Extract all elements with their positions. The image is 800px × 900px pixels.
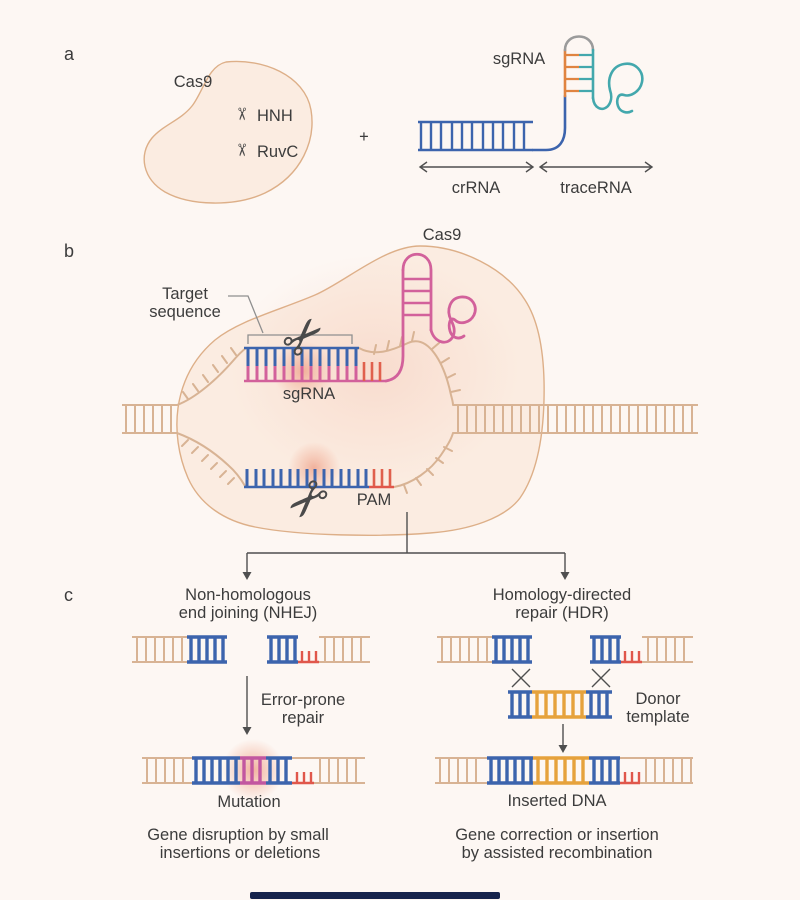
sgrna-label-b: sgRNA [283,385,335,403]
crrna-span-arrow [418,161,535,173]
recombination-cross-left [511,668,531,688]
tracerna-span-arrow [538,161,654,173]
target-sgrna-duplex [244,346,386,383]
progress-bar[interactable] [250,892,500,899]
unwound-strand-bottom-right [393,432,454,494]
sgrna-label-a: sgRNA [493,50,545,68]
mutation-label: Mutation [217,793,280,811]
hdr-title-line2: repair (HDR) [515,604,609,622]
nhej-pathway: Non-homologous end joining (NHEJ) [132,586,370,862]
unwound-strand-top-left [176,347,247,406]
target-sequence-line1: Target [162,285,208,303]
plus-sign: + [359,128,369,146]
dna-ladder-exit [453,404,698,434]
panel-b: b Cas9 [64,226,698,580]
nhej-result-ladder [142,756,365,785]
nhej-fragment-right [267,635,370,664]
hnh-label: HNH [257,107,293,125]
panel-c-label: c [64,585,73,605]
donor-template-line1: Donor [636,690,681,708]
target-sequence-line2: sequence [149,303,221,321]
tracerna-loop [591,62,644,114]
cut-glow-bottom [288,442,340,494]
cas9-protein-blob [143,60,313,204]
hdr-caption-line2: by assisted recombination [462,844,653,862]
recombination-cross-right [591,668,611,688]
hdr-title-line1: Homology-directed [493,586,631,604]
panel-a-label: a [64,44,75,64]
hdr-insert-arrow [558,724,568,753]
hdr-result-ladder [435,756,693,785]
sgrna-structure: sgRNA crRNA [418,35,654,197]
scissors-icon: ✂ [231,107,251,121]
nhej-title-line1: Non-homologous [185,586,311,604]
error-prone-line1: Error-prone [261,691,345,709]
nhej-title-line2: end joining (NHEJ) [179,604,317,622]
panel-c: c Non-homologous end joining (NHEJ) [64,585,693,862]
unwound-strand-top-right [358,331,461,406]
panel-a: a Cas9 ✂ HNH ✂ RuvC + sgRNA [64,35,654,204]
ruvc-label: RuvC [257,143,298,161]
unwound-strand-bottom-left [176,432,246,487]
nhej-caption-line2: insertions or deletions [160,844,321,862]
sgrna-hairpin [563,35,644,114]
crrna-label: crRNA [452,179,501,197]
target-sequence-callout: Target sequence [149,285,353,344]
sgrna-scaffold [384,253,477,383]
sgrna-scaffold-loop [429,295,477,344]
nhej-caption-line1: Gene disruption by small [147,826,329,844]
dna-ladder-entry [122,404,177,434]
pathway-branch [242,512,570,580]
donor-template-line2: template [626,708,689,726]
nontarget-strand-pam [244,469,394,489]
crrna-duplex [418,94,567,152]
nhej-fragment-left [132,635,227,664]
error-prone-line2: repair [282,709,325,727]
cas9-label-b: Cas9 [423,226,462,244]
hdr-fragment-right [590,635,693,664]
nhej-repair-arrow [242,676,252,735]
hdr-fragment-left [437,635,532,664]
scissors-icon: ✂ [231,143,251,157]
hdr-caption-line1: Gene correction or insertion [455,826,659,844]
hdr-pathway: Homology-directed repair (HDR) [435,586,693,862]
inserted-dna-label: Inserted DNA [507,792,606,810]
tracerna-label: traceRNA [560,179,632,197]
panel-b-label: b [64,241,74,261]
donor-template-ladder [508,690,612,719]
pam-label: PAM [357,491,392,509]
cas9-label-a: Cas9 [174,73,213,91]
